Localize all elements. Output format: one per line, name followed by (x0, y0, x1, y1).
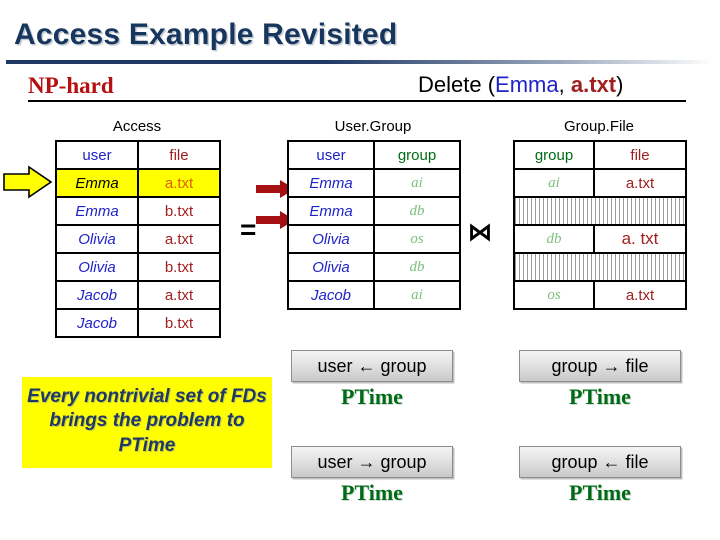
access-table-caption: Access (112, 118, 162, 135)
groupfile-cell-group: ai (513, 168, 595, 198)
table-row-struck (513, 196, 687, 226)
usergroup-header-user: user (287, 140, 375, 170)
usergroup-cell-group: ai (373, 168, 461, 198)
groupfile-cell-file: a.txt (593, 280, 687, 310)
fd-box-group-from-file[interactable]: group ← file (519, 446, 681, 478)
access-cell-user: Emma (55, 196, 139, 226)
table-row[interactable]: Emma a.txt (55, 168, 221, 198)
access-cell-file: b.txt (137, 252, 221, 282)
groupfile-cell-group: db (513, 224, 595, 254)
access-cell-file: a.txt (137, 224, 221, 254)
usergroup-cell-group: os (373, 224, 461, 254)
delete-separator: , (558, 72, 571, 97)
access-header-user: user (55, 140, 139, 170)
table-header-row: user group (287, 140, 461, 170)
table-header-row: user file (55, 140, 221, 170)
delete-operation-expression: Delete (Emma, a.txt) (418, 72, 623, 98)
fd-box-group-to-file[interactable]: group → file (519, 350, 681, 382)
groupfile-cell-file: a. txt (593, 224, 687, 254)
equals-operator: = (240, 214, 257, 245)
table-row[interactable]: Jacob b.txt (55, 308, 221, 338)
table-row-struck (513, 252, 687, 282)
table-row[interactable]: Emma db (287, 196, 461, 226)
usergroup-table-caption: User.Group (334, 118, 412, 135)
delete-suffix: ) (616, 72, 624, 97)
access-table: user file Emma a.txt Emma b.txt Olivia a… (55, 140, 221, 338)
table-row[interactable]: ai a.txt (513, 168, 687, 198)
usergroup-cell-user: Emma (287, 196, 375, 226)
groupfile-cell-file: a.txt (593, 168, 687, 198)
usergroup-cell-user: Olivia (287, 224, 375, 254)
row-pointer-arrow-icon (3, 165, 53, 199)
delete-file-value: a.txt (570, 72, 617, 97)
access-cell-user: Jacob (55, 308, 139, 338)
table-row[interactable]: Emma b.txt (55, 196, 221, 226)
groupfile-struck-row (513, 252, 687, 282)
table-row[interactable]: Jacob ai (287, 280, 461, 310)
table-row[interactable]: Olivia a.txt (55, 224, 221, 254)
access-cell-user: Jacob (55, 280, 139, 310)
access-header-file: file (137, 140, 221, 170)
title-divider (6, 60, 714, 64)
usergroup-cell-user: Jacob (287, 280, 375, 310)
fd-complexity-group-from-file: PTime (569, 480, 631, 505)
fd-complexity-user-to-group: PTime (341, 480, 403, 505)
table-header-row: group file (513, 140, 687, 170)
access-cell-file: b.txt (137, 308, 221, 338)
access-cell-user: Emma (55, 168, 139, 198)
table-row[interactable]: Emma ai (287, 168, 461, 198)
table-row[interactable]: os a.txt (513, 280, 687, 310)
usergroup-cell-group: ai (373, 280, 461, 310)
complexity-label-np-hard: NP-hard (28, 73, 114, 98)
subheader-divider (28, 100, 686, 102)
fd-complexity-group-to-file: PTime (569, 384, 631, 409)
access-cell-file: a.txt (137, 280, 221, 310)
table-row[interactable]: Olivia db (287, 252, 461, 282)
fd-note-callout: Every nontrivial set of FDs brings the p… (22, 377, 272, 468)
match-pointer-arrow-icon (256, 211, 295, 229)
join-operator-icon: ⋈ (468, 219, 492, 246)
page-title: Access Example Revisited (14, 18, 398, 51)
table-row[interactable]: Jacob a.txt (55, 280, 221, 310)
usergroup-cell-group: db (373, 196, 461, 226)
groupfile-header-file: file (593, 140, 687, 170)
groupfile-table-caption: Group.File (563, 118, 635, 135)
table-row[interactable]: db a. txt (513, 224, 687, 254)
groupfile-header-group: group (513, 140, 595, 170)
access-cell-user: Olivia (55, 224, 139, 254)
table-row[interactable]: Olivia b.txt (55, 252, 221, 282)
fd-complexity-user-from-group: PTime (341, 384, 403, 409)
access-cell-file: b.txt (137, 196, 221, 226)
usergroup-cell-user: Emma (287, 168, 375, 198)
usergroup-cell-user: Olivia (287, 252, 375, 282)
table-row[interactable]: Olivia os (287, 224, 461, 254)
usergroup-table: user group Emma ai Emma db Olivia os Oli… (287, 140, 461, 310)
groupfile-table: group file ai a.txt db a. txt os a.txt (513, 140, 687, 310)
access-cell-file: a.txt (137, 168, 221, 198)
fd-box-user-from-group[interactable]: user ← group (291, 350, 453, 382)
usergroup-cell-group: db (373, 252, 461, 282)
delete-prefix: Delete ( (418, 72, 496, 97)
fd-box-user-to-group[interactable]: user → group (291, 446, 453, 478)
access-cell-user: Olivia (55, 252, 139, 282)
groupfile-struck-row (513, 196, 687, 226)
delete-user-value: Emma (495, 72, 559, 97)
match-pointer-arrow-icon (256, 180, 295, 198)
usergroup-header-group: group (373, 140, 461, 170)
groupfile-cell-group: os (513, 280, 595, 310)
